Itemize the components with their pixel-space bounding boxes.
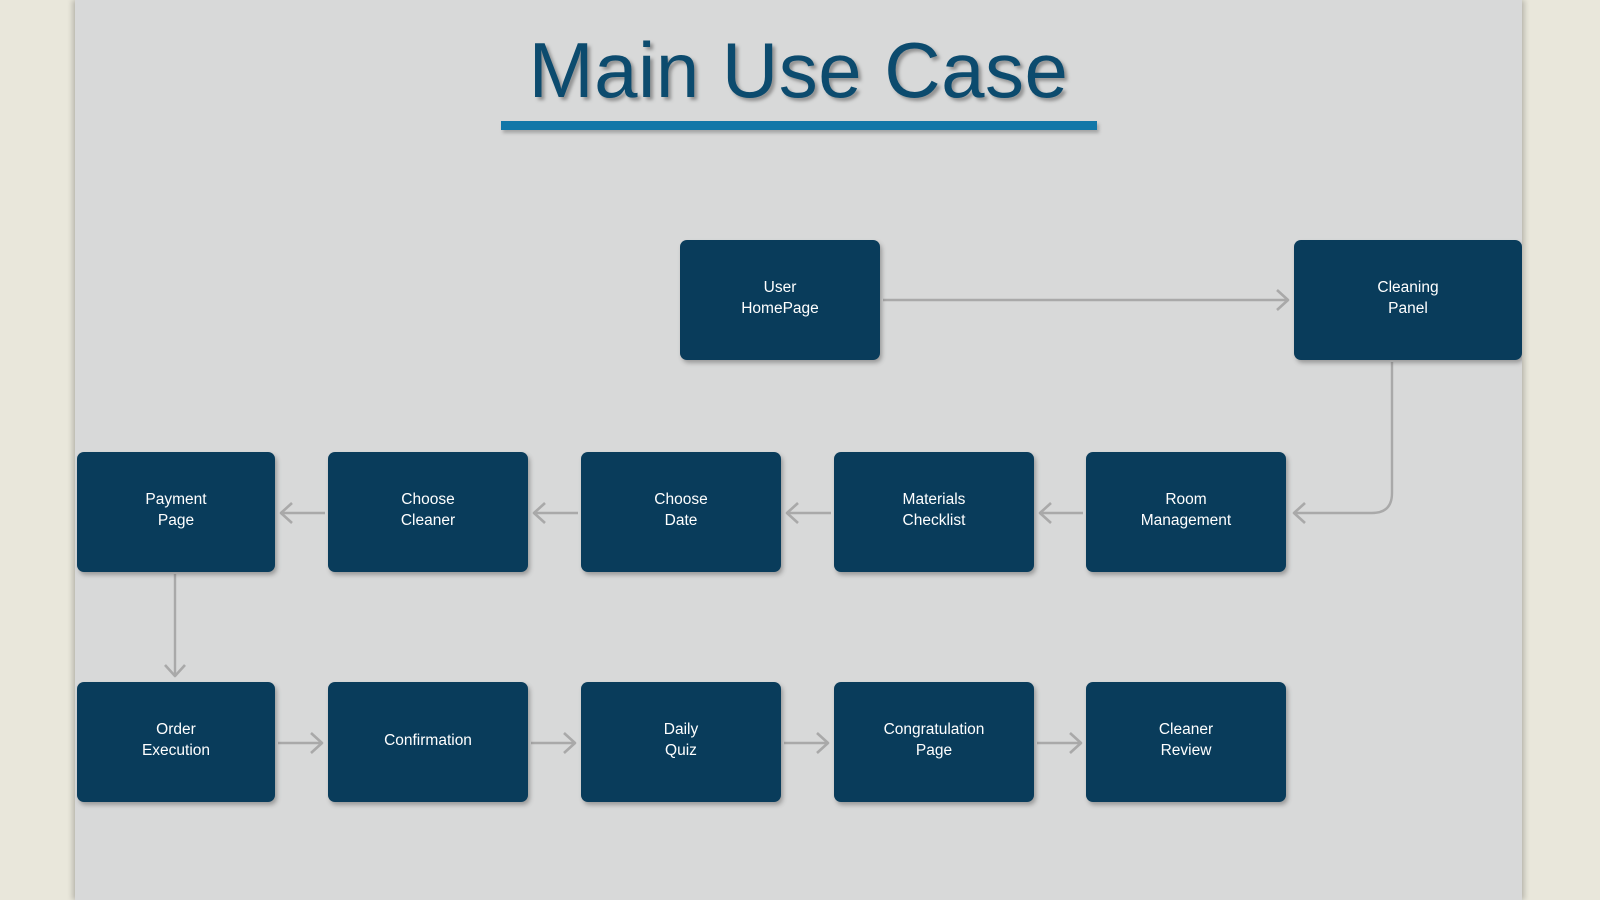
node-cleaning-panel[interactable]: Cleaning Panel xyxy=(1294,240,1522,360)
node-daily-quiz[interactable]: Daily Quiz xyxy=(581,682,781,802)
node-confirmation[interactable]: Confirmation xyxy=(328,682,528,802)
node-payment-page[interactable]: Payment Page xyxy=(77,452,275,572)
edge-user-homepage-to-cleaning-panel xyxy=(883,289,1290,311)
node-label: Choose Cleaner xyxy=(400,491,456,529)
node-materials-checklist[interactable]: Materials Checklist xyxy=(834,452,1034,572)
node-label: Congratulation Page xyxy=(883,721,985,759)
connector-layer xyxy=(164,289,1394,754)
slide-canvas: Main Use Case xyxy=(75,0,1522,900)
edge-congratulation-page-to-cleaner-review xyxy=(1037,732,1083,754)
node-label: Payment Page xyxy=(145,491,207,529)
edge-choose-date-to-choose-cleaner xyxy=(532,502,578,524)
title-block: Main Use Case xyxy=(75,26,1522,130)
node-label: Room Management xyxy=(1140,491,1232,529)
node-choose-date[interactable]: Choose Date xyxy=(581,452,781,572)
node-label: Cleaner Review xyxy=(1158,721,1214,759)
node-label: Materials Checklist xyxy=(902,491,966,529)
edge-payment-page-to-order-execution xyxy=(164,574,186,678)
edge-cleaning-panel-to-room-management xyxy=(1292,362,1394,524)
edge-confirmation-to-daily-quiz xyxy=(531,732,577,754)
edge-daily-quiz-to-congratulation-page xyxy=(784,732,830,754)
node-congratulation-page[interactable]: Congratulation Page xyxy=(834,682,1034,802)
node-choose-cleaner[interactable]: Choose Cleaner xyxy=(328,452,528,572)
title-underline xyxy=(500,120,1097,130)
edge-order-execution-to-confirmation xyxy=(278,732,324,754)
edge-room-management-to-materials-checklist xyxy=(1038,502,1083,524)
node-label: Daily Quiz xyxy=(663,721,699,759)
node-label: Choose Date xyxy=(654,491,708,529)
node-order-execution[interactable]: Order Execution xyxy=(77,682,275,802)
node-user-homepage[interactable]: User HomePage xyxy=(680,240,880,360)
edge-choose-cleaner-to-payment-page xyxy=(279,502,325,524)
page-title: Main Use Case xyxy=(528,26,1069,114)
node-label: Confirmation xyxy=(384,731,472,749)
node-label: Order Execution xyxy=(141,721,211,759)
node-label: Cleaning Panel xyxy=(1377,279,1439,317)
node-label: User HomePage xyxy=(741,279,819,317)
node-room-management[interactable]: Room Management xyxy=(1086,452,1286,572)
edge-materials-checklist-to-choose-date xyxy=(785,502,831,524)
node-cleaner-review[interactable]: Cleaner Review xyxy=(1086,682,1286,802)
